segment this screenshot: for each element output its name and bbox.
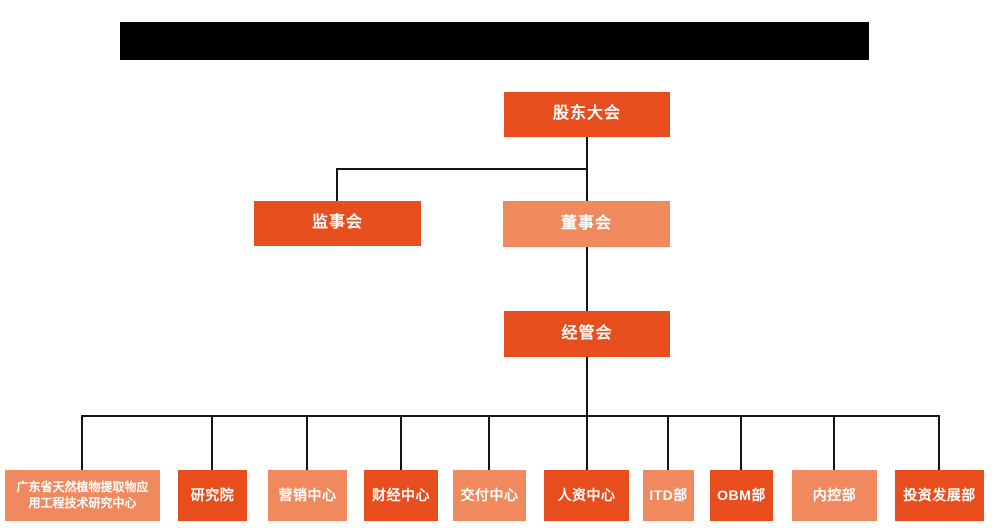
- node-dept-internal-control: 内控部: [792, 470, 877, 521]
- node-label: 投资发展部: [903, 487, 976, 504]
- connector-line: [833, 415, 835, 470]
- node-label: 财经中心: [372, 487, 430, 504]
- connector-line: [336, 168, 588, 170]
- node-label: OBM部: [717, 487, 766, 504]
- node-dept-research-institute: 研究院: [178, 470, 247, 521]
- node-label: 内控部: [812, 487, 857, 504]
- node-dept-research-center: 广东省天然植物提取物应用工程技术研究中心: [5, 470, 160, 521]
- node-label: 广东省天然植物提取物应用工程技术研究中心: [16, 479, 149, 510]
- node-dept-delivery-center: 交付中心: [453, 470, 526, 521]
- node-dept-hr-center: 人资中心: [544, 470, 629, 521]
- connector-line: [586, 415, 588, 470]
- connector-line: [211, 415, 213, 470]
- node-dept-finance-center: 财经中心: [364, 470, 438, 521]
- connector-line: [306, 415, 308, 470]
- node-label: 监事会: [311, 214, 363, 232]
- connector-line: [81, 415, 940, 417]
- connector-line: [586, 247, 588, 311]
- node-label: 研究院: [190, 487, 235, 504]
- node-dept-itd: ITD部: [643, 470, 694, 521]
- node-shareholders-meeting: 股东大会: [504, 92, 670, 137]
- node-management-committee: 经管会: [504, 311, 670, 357]
- connector-line: [586, 357, 588, 415]
- node-label: 经管会: [561, 324, 613, 342]
- node-label: 交付中心: [460, 487, 519, 504]
- connector-line: [667, 415, 669, 470]
- node-label: ITD部: [649, 487, 688, 504]
- node-dept-investment-development: 投资发展部: [895, 470, 984, 521]
- node-label: 营销中心: [278, 487, 337, 504]
- node-label: 股东大会: [552, 105, 621, 123]
- redacted-title-bar: [120, 22, 869, 60]
- connector-line: [938, 415, 940, 470]
- node-label: 人资中心: [557, 487, 616, 504]
- node-dept-obm: OBM部: [710, 470, 773, 521]
- node-label: 董事会: [560, 214, 612, 232]
- connector-line: [81, 415, 83, 470]
- connector-line: [336, 168, 338, 201]
- connector-line: [488, 415, 490, 470]
- node-supervisory-board: 监事会: [254, 201, 421, 246]
- connector-line: [740, 415, 742, 470]
- connector-line: [400, 415, 402, 470]
- node-board-of-directors: 董事会: [503, 201, 670, 247]
- node-dept-marketing-center: 营销中心: [268, 470, 347, 521]
